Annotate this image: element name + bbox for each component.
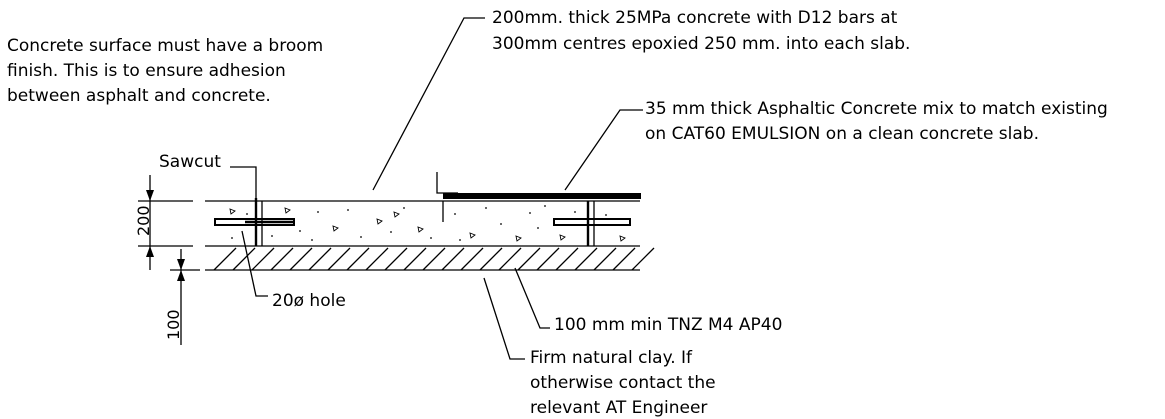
broom-finish-line-1: Concrete surface must have a broom xyxy=(7,36,323,56)
asphalt-spec-line-2: on CAT60 EMULSION on a clean concrete sl… xyxy=(645,124,1039,144)
concrete-aggregate-pattern xyxy=(229,205,626,242)
hole-leader xyxy=(241,230,268,297)
slab-thickness-value: 200 xyxy=(134,205,153,236)
basecourse-label: 100 mm min TNZ M4 AP40 xyxy=(554,315,782,335)
basecourse-thickness-dimension: 100 xyxy=(164,249,200,345)
concrete-spec-leader xyxy=(372,17,485,191)
concrete-slab-section xyxy=(205,172,640,271)
basecourse-leader xyxy=(514,267,550,329)
asphalt-spec-leader xyxy=(564,109,643,191)
asphalt-layer xyxy=(443,193,641,199)
asphalt-spec-line-1: 35 mm thick Asphaltic Concrete mix to ma… xyxy=(645,99,1108,119)
dowel-bars xyxy=(214,218,631,226)
basecourse-hatching xyxy=(213,247,655,271)
clay-note-line-1: Firm natural clay. If xyxy=(530,348,693,368)
broom-finish-line-2: finish. This is to ensure adhesion xyxy=(7,61,286,81)
clay-leader xyxy=(483,277,525,360)
slab-thickness-dimension: 200 xyxy=(134,175,193,270)
dowel-bar-right xyxy=(553,218,631,226)
broom-finish-line-3: between asphalt and concrete. xyxy=(7,86,271,106)
clay-note-line-3: relevant AT Engineer xyxy=(530,398,707,418)
sawcut-label: Sawcut xyxy=(159,152,221,172)
hole-label: 20ø hole xyxy=(272,291,346,311)
clay-note-line-2: otherwise contact the xyxy=(530,373,716,393)
concrete-spec-line-2: 300mm centres epoxied 250 mm. into each … xyxy=(492,34,910,54)
basecourse-thickness-value: 100 xyxy=(164,309,183,340)
concrete-spec-line-1: 200mm. thick 25MPa concrete with D12 bar… xyxy=(492,8,898,28)
sawcut-leader xyxy=(230,166,257,198)
